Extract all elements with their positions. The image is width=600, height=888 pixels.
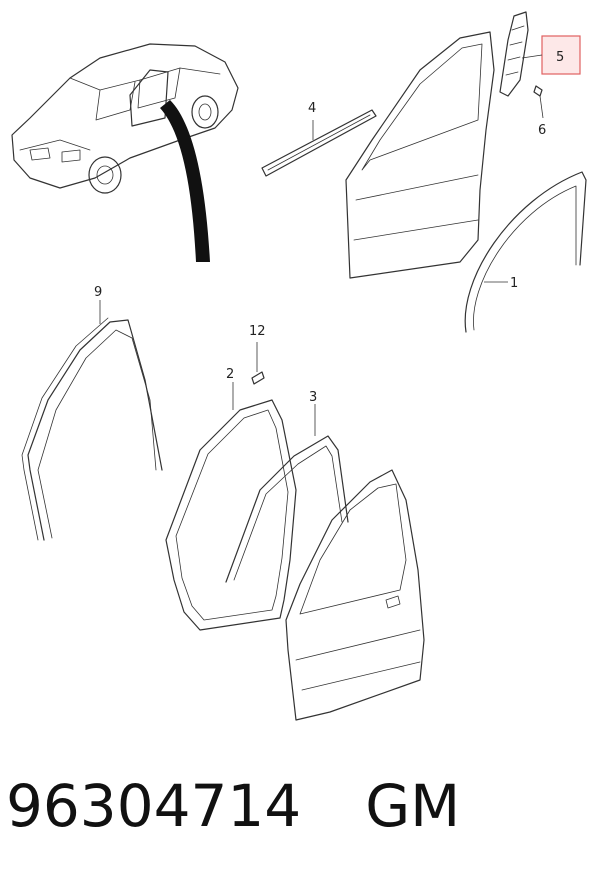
- callout-6: 6: [538, 123, 546, 138]
- callout-4: 4: [308, 101, 316, 116]
- part-4-belt-molding: 4: [261, 101, 377, 177]
- part-2-door-weatherstrip: 2: [165, 367, 297, 631]
- callout-12: 12: [249, 324, 266, 339]
- front-door-shell-bottom: [285, 469, 425, 721]
- front-door-shell-top: [345, 31, 495, 279]
- part-6-screw: 6: [533, 85, 546, 138]
- part-5-pillar-garnish: 5: [499, 11, 581, 97]
- part-12-clip: 12: [249, 324, 266, 385]
- seal-pointer-arrow: [160, 100, 210, 262]
- part-1-run-channel: 1: [464, 171, 587, 333]
- part-number-footer: 96304714 GM: [6, 772, 596, 862]
- callout-1: 1: [510, 276, 518, 291]
- callout-2: 2: [226, 367, 234, 382]
- callout-9: 9: [94, 285, 102, 300]
- part-number-text: 96304714: [6, 772, 302, 840]
- callout-5: 5: [556, 50, 564, 65]
- car-overview-illustration: [11, 43, 239, 262]
- part-3-glass-run: 3: [225, 390, 349, 583]
- brand-text: GM: [365, 772, 461, 840]
- part-9-frame-weatherstrip: 9: [21, 285, 163, 541]
- callout-3: 3: [309, 390, 317, 405]
